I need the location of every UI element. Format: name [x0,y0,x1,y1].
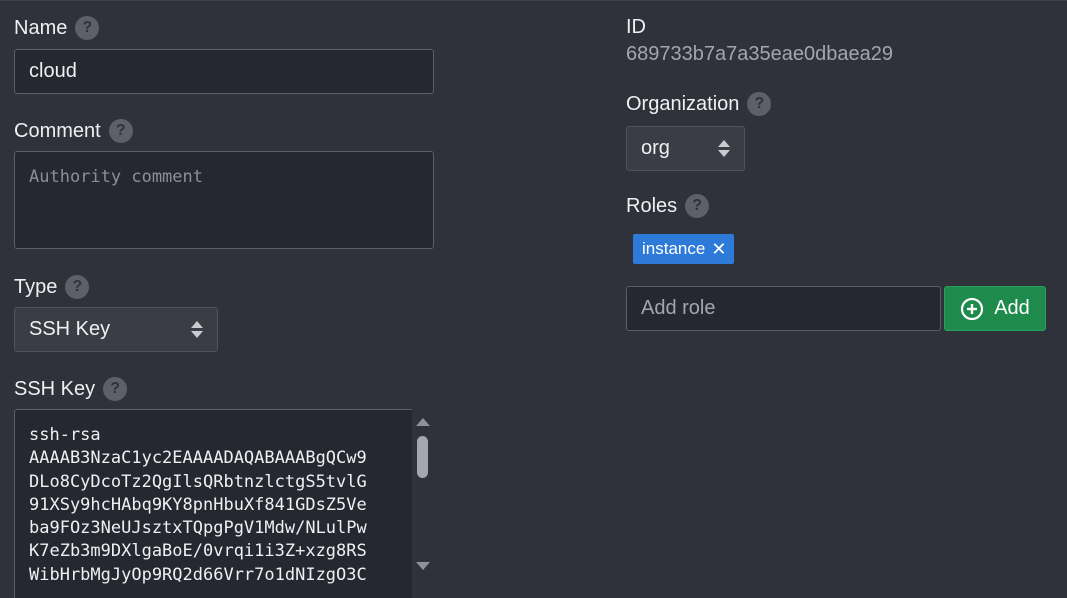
type-select[interactable]: SSH Key [14,307,218,352]
ssh-key-line: AAAAB3NzaC1yc2EAAAADAQABAAABgQCw9 [29,448,367,469]
scroll-up-arrow-icon[interactable] [416,418,430,426]
scroll-down-arrow-icon[interactable] [416,562,430,570]
type-select-value: SSH Key [29,318,111,340]
name-input-value: cloud [29,60,77,82]
organization-label: Organization [626,92,740,115]
ssh-key-line: 91XSy9hcHAbq9KY8pnHbuXf841GDsZ5Ve [29,494,367,515]
organization-label-row: Organization ? [626,92,772,116]
id-label: ID [626,16,646,38]
updown-icon [191,321,203,338]
roles-label-row: Roles ? [626,194,710,218]
type-label: Type [14,275,58,298]
role-tag-label: instance [642,239,706,258]
updown-icon [718,140,730,157]
ssh-key-line: ssh-rsa [29,425,101,445]
id-label-row: ID [626,16,646,39]
type-help-icon[interactable]: ? [65,275,90,299]
comment-help-icon[interactable]: ? [108,119,133,143]
ssh-key-label-row: SSH Key ? [14,377,128,401]
add-role-button[interactable]: Add [944,286,1046,331]
name-input[interactable]: cloud [14,49,434,94]
type-label-row: Type ? [14,275,90,299]
add-role-placeholder: Add role [641,297,716,319]
name-label-row: Name ? [14,16,100,40]
close-icon[interactable]: ✕ [711,238,727,259]
add-role-input[interactable]: Add role [626,286,941,331]
ssh-key-scrollbar[interactable] [411,409,435,598]
name-label: Name [14,16,68,39]
organization-select[interactable]: org [626,126,745,171]
scrollbar-thumb[interactable] [417,436,428,478]
id-value: 689733b7a7a35eae0dbaea29 [626,43,893,65]
ssh-key-help-icon[interactable]: ? [103,377,128,401]
organization-select-value: org [641,137,670,159]
ssh-key-line: ba9FOz3NeUJsztxTQpgPgV1Mdw/NLulPw [29,518,367,539]
ssh-key-line: K7eZb3m9DXlgaBoE/0vrqi1i3Z+xzg8RS [29,541,367,562]
role-tag-instance: instance ✕ [633,234,735,264]
plus-circle-icon [961,297,984,320]
comment-placeholder: Authority comment [29,167,203,187]
roles-help-icon[interactable]: ? [685,194,710,218]
roles-label: Roles [626,194,678,217]
comment-textarea[interactable]: Authority comment [14,151,434,249]
ssh-key-line: DLo8CyDcoTz2QgIlsQRbtnzlctgS5tvlG [29,471,367,492]
comment-label-row: Comment ? [14,119,133,143]
organization-help-icon[interactable]: ? [747,92,772,116]
comment-label: Comment [14,119,101,142]
ssh-key-line: WibHrbMgJyOp9RQ2d66Vrr7o1dNIzgO3C [29,564,367,585]
add-button-label: Add [994,297,1030,319]
ssh-key-label: SSH Key [14,377,96,400]
name-help-icon[interactable]: ? [75,16,100,40]
